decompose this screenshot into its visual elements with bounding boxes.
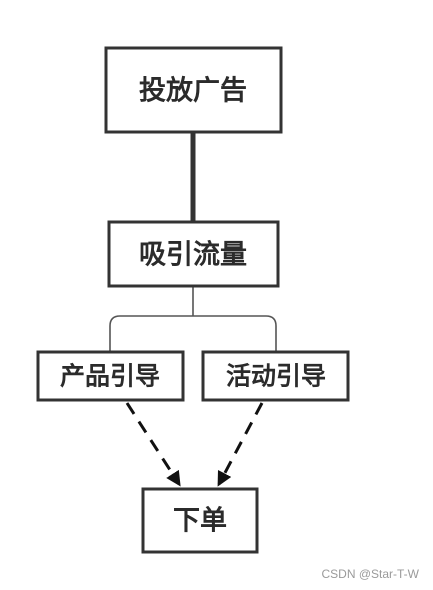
- node-order: 下单: [141, 487, 259, 554]
- node-product-guide-label: 产品引导: [60, 362, 160, 391]
- node-activity-guide: 活动引导: [201, 350, 350, 402]
- watermark-text: CSDN @Star-T-W: [321, 567, 419, 581]
- node-ad-label: 投放广告: [139, 75, 247, 107]
- node-activity-guide-box: [201, 350, 350, 402]
- node-order-label: 下单: [173, 506, 227, 537]
- connector-product-to-order: [125, 402, 181, 487]
- node-traffic-box: [107, 220, 280, 288]
- node-traffic-label: 吸引流量: [139, 240, 247, 271]
- node-ad: 投放广告: [104, 46, 283, 134]
- node-product-guide: 产品引导: [36, 350, 185, 402]
- node-order-box: [141, 487, 259, 554]
- node-ad-box: [104, 46, 283, 134]
- connector-activity-to-order: [217, 402, 264, 487]
- node-activity-guide-label: 活动引导: [226, 362, 326, 391]
- node-product-guide-box: [36, 350, 185, 402]
- connector-traffic-branch: [109, 286, 277, 352]
- node-traffic: 吸引流量: [107, 220, 280, 288]
